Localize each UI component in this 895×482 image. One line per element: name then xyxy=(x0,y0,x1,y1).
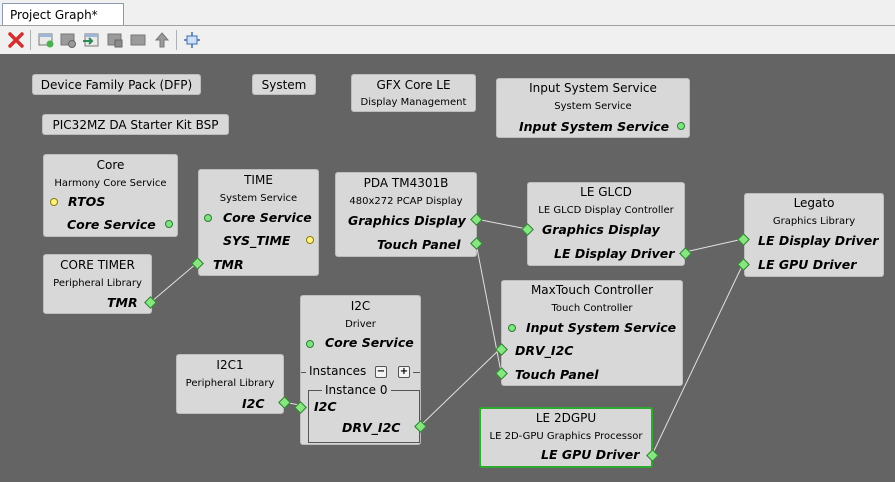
node-le-glcd[interactable]: LE GLCD LE GLCD Display Controller Graph… xyxy=(527,182,685,266)
port-label: LE GPU Driver xyxy=(758,257,857,272)
node-le-2dgpu[interactable]: LE 2DGPU LE 2D-GPU Graphics Processor LE… xyxy=(479,407,653,468)
node-subtitle: Touch Controller xyxy=(551,303,633,314)
instance-0-label: Instance 0 xyxy=(325,383,388,397)
port-label: LE Display Driver xyxy=(758,233,879,248)
port-dot[interactable] xyxy=(204,214,212,222)
connection-wires xyxy=(150,218,744,456)
port-dot[interactable] xyxy=(306,340,314,348)
port-dot[interactable] xyxy=(306,236,314,244)
node-title: TIME xyxy=(244,173,273,187)
node-i2c-driver[interactable]: I2C Driver Core Service Instances − + In… xyxy=(300,295,421,445)
tab-project-graph[interactable]: Project Graph* xyxy=(2,3,124,25)
divider xyxy=(391,390,420,391)
node-subtitle: Graphics Library xyxy=(772,216,856,227)
instance-frame xyxy=(308,390,420,443)
node-subtitle: Peripheral Library xyxy=(185,378,275,389)
node-bsp[interactable]: PIC32MZ DA Starter Kit BSP xyxy=(42,114,229,135)
add-instance-button[interactable]: + xyxy=(398,366,410,378)
node-title: GFX Core LE xyxy=(376,78,451,92)
node-subtitle: LE GLCD Display Controller xyxy=(538,205,674,216)
node-maxtouch[interactable]: MaxTouch Controller Touch Controller Inp… xyxy=(501,280,683,386)
node-subtitle: Peripheral Library xyxy=(53,278,142,289)
node-subtitle: LE 2D-GPU Graphics Processor xyxy=(489,431,643,442)
port-label: LE GPU Driver xyxy=(541,447,640,462)
node-core-timer[interactable]: CORE TIMER Peripheral Library TMR xyxy=(43,254,152,314)
node-title: I2C xyxy=(350,299,371,313)
node-subtitle: Harmony Core Service xyxy=(54,178,167,189)
collapse-icon[interactable] xyxy=(128,30,148,50)
port-label: Core Service xyxy=(67,217,156,232)
port-label: Graphics Display xyxy=(348,213,466,228)
export-icon[interactable] xyxy=(105,30,125,50)
node-legato[interactable]: Legato Graphics Library LE Display Drive… xyxy=(744,193,884,277)
node-gfx-core-le[interactable]: GFX Core LE Display Management xyxy=(351,74,476,112)
remove-component-icon[interactable] xyxy=(58,30,78,50)
port-label: Touch Panel xyxy=(377,237,461,252)
tab-bar: Project Graph* xyxy=(0,0,895,26)
wire-graphics-display xyxy=(475,218,528,230)
port-dot[interactable] xyxy=(50,198,58,206)
port-label: I2C xyxy=(242,396,265,411)
node-subtitle: Driver xyxy=(345,319,376,330)
node-title: Device Family Pack (DFP) xyxy=(40,78,193,92)
port-label: DRV_I2C xyxy=(515,343,574,358)
wire-drv-i2c xyxy=(419,347,502,427)
port-label: TMR xyxy=(107,295,138,310)
port-label: Graphics Display xyxy=(542,222,660,237)
node-title: System xyxy=(261,78,307,92)
node-time[interactable]: TIME System Service Core Service SYS_TIM… xyxy=(198,169,319,276)
port-label: LE Display Driver xyxy=(554,246,675,261)
port-label: SYS_TIME xyxy=(223,233,291,248)
node-subtitle: System Service xyxy=(554,101,632,112)
port-label: TMR xyxy=(213,257,244,272)
node-title: LE 2DGPU xyxy=(535,411,597,425)
fit-view-icon[interactable] xyxy=(182,30,202,50)
wire-touch-panel xyxy=(475,242,502,373)
node-title: LE GLCD xyxy=(580,185,632,199)
node-i2c1[interactable]: I2C1 Peripheral Library I2C xyxy=(176,354,284,414)
node-subtitle: Display Management xyxy=(360,97,467,108)
node-title: Legato xyxy=(793,196,835,210)
close-icon[interactable] xyxy=(6,30,26,50)
node-system[interactable]: System xyxy=(252,74,316,95)
toolbar xyxy=(0,26,895,54)
node-subtitle: 480x272 PCAP Display xyxy=(349,196,463,207)
wire-le-gpu-driver xyxy=(651,263,744,456)
remove-instance-button[interactable]: − xyxy=(375,366,387,378)
node-title: Core xyxy=(96,158,125,172)
port-dot[interactable] xyxy=(677,122,685,130)
node-title: CORE TIMER xyxy=(60,258,135,272)
node-title: I2C1 xyxy=(216,358,244,372)
toolbar-separator xyxy=(30,30,31,50)
port-label: Core Service xyxy=(325,335,414,350)
node-core[interactable]: Core Harmony Core Service RTOS Core Serv… xyxy=(43,154,178,237)
port-label: DRV_I2C xyxy=(342,420,401,435)
move-up-icon[interactable] xyxy=(152,30,172,50)
add-component-icon[interactable] xyxy=(36,30,56,50)
node-subtitle: System Service xyxy=(219,193,298,204)
wire-le-display-driver xyxy=(684,238,744,253)
port-label: Touch Panel xyxy=(515,367,599,382)
port-dot[interactable] xyxy=(165,220,173,228)
port-label: Input System Service xyxy=(519,119,670,134)
wire-tmr xyxy=(150,262,198,303)
node-pda-tm4301b[interactable]: PDA TM4301B 480x272 PCAP Display Graphic… xyxy=(335,172,477,257)
instances-label: Instances xyxy=(309,364,367,378)
divider xyxy=(301,372,306,373)
port-label: RTOS xyxy=(68,194,106,209)
toolbar-separator xyxy=(176,30,177,50)
divider xyxy=(308,390,322,391)
port-label: Input System Service xyxy=(526,320,677,335)
node-dfp[interactable]: Device Family Pack (DFP) xyxy=(32,74,201,95)
port-label: I2C xyxy=(314,399,337,414)
import-icon[interactable] xyxy=(81,30,101,50)
divider xyxy=(413,372,420,373)
node-title: PIC32MZ DA Starter Kit BSP xyxy=(52,118,219,132)
port-dot[interactable] xyxy=(508,324,516,332)
node-title: Input System Service xyxy=(529,81,657,95)
node-input-system-service[interactable]: Input System Service System Service Inpu… xyxy=(496,78,690,138)
node-title: MaxTouch Controller xyxy=(530,283,654,297)
port-label: Core Service xyxy=(223,210,312,225)
node-title: PDA TM4301B xyxy=(363,176,449,190)
